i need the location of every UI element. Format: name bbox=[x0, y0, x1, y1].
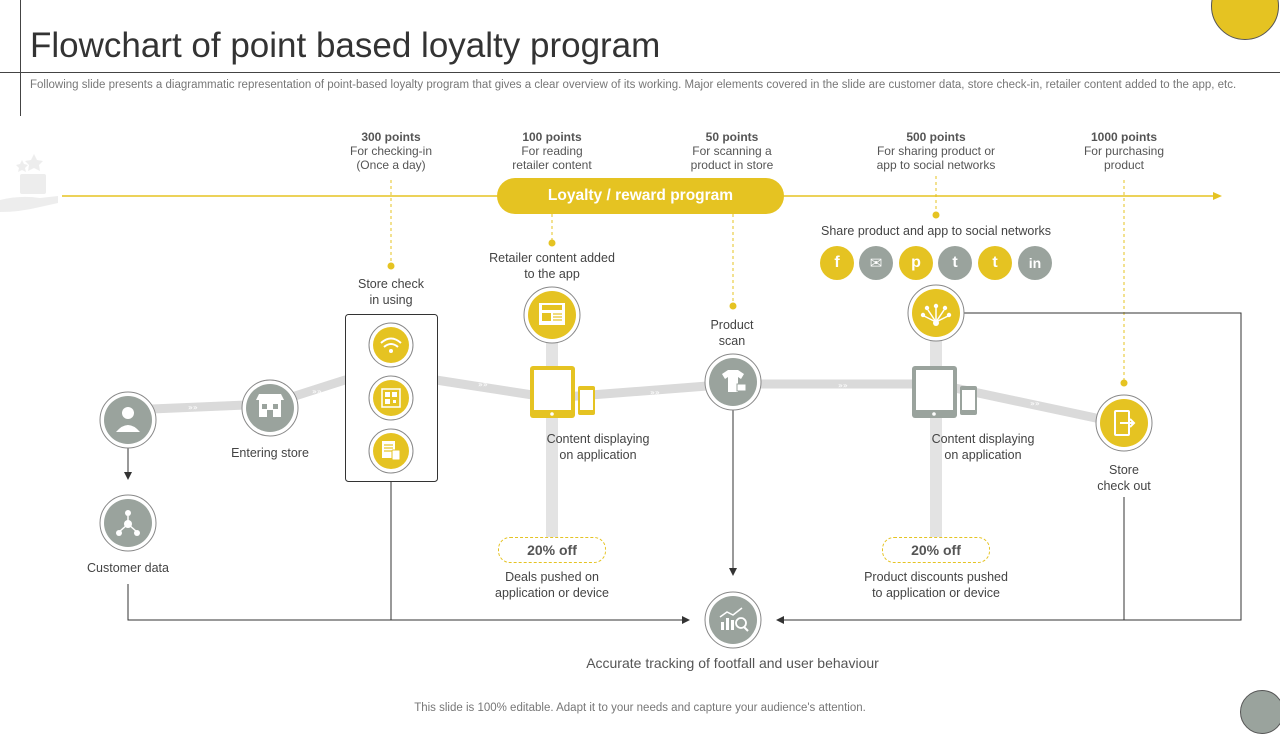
label-line: Deals pushed on bbox=[505, 570, 599, 584]
points-desc: For reading bbox=[521, 144, 583, 158]
checkout-exit-icon bbox=[1095, 394, 1153, 452]
flow-arrows bbox=[124, 312, 1242, 624]
facebook-icon: f bbox=[820, 246, 854, 280]
label-line: Product bbox=[710, 318, 754, 332]
product-scan-icon bbox=[704, 353, 762, 411]
customer-data-label: Customer data bbox=[87, 561, 169, 575]
points-value: 500 points bbox=[906, 130, 966, 144]
points-desc: For sharing product or bbox=[876, 144, 996, 158]
store-icon bbox=[241, 379, 299, 437]
points-reading: 100 points For reading retailer content bbox=[472, 130, 632, 172]
label-line: Retailer content added bbox=[489, 251, 615, 265]
customer-icon bbox=[99, 391, 157, 449]
points-sharing: 500 points For sharing product or app to… bbox=[856, 130, 1016, 172]
svg-text:»»: »» bbox=[838, 381, 848, 390]
svg-text:»»: »» bbox=[478, 380, 488, 389]
footer-note: This slide is 100% editable. Adapt it to… bbox=[414, 702, 866, 714]
wifi-icon bbox=[368, 322, 414, 368]
content-display-label-a: Content displaying on application bbox=[513, 431, 683, 463]
tracking-label: Accurate tracking of footfall and user b… bbox=[586, 655, 879, 671]
label-line: check out bbox=[1097, 479, 1151, 493]
connector-dots bbox=[387, 211, 1128, 387]
label-line: Store bbox=[1109, 463, 1139, 477]
track-chevrons: »» »» »» »» »» »» bbox=[188, 380, 1040, 412]
email-icon: ✉ bbox=[859, 246, 893, 280]
points-desc: For checking-in bbox=[349, 144, 433, 158]
header-vertical-rule bbox=[20, 0, 21, 116]
loyalty-program-pill: Loyalty / reward program bbox=[497, 178, 784, 214]
customer-data-icon bbox=[99, 494, 157, 552]
qr-code-icon bbox=[368, 375, 414, 421]
svg-text:»»: »» bbox=[312, 387, 322, 396]
points-value: 100 points bbox=[522, 130, 582, 144]
receipt-icon bbox=[368, 428, 414, 474]
label-line: Content displaying bbox=[931, 432, 1035, 446]
points-purchasing: 1000 points For purchasing product bbox=[1044, 130, 1204, 172]
share-social-label: Share product and app to social networks bbox=[821, 224, 1051, 238]
label-line: on application bbox=[944, 448, 1022, 462]
points-checkin: 300 points For checking-in (Once a day) bbox=[311, 130, 471, 172]
twitter-icon: t bbox=[938, 246, 972, 280]
label-line: Content displaying bbox=[546, 432, 650, 446]
product-scan-label: Product scan bbox=[672, 317, 792, 349]
label-line: in using bbox=[369, 293, 413, 307]
label-line: to application or device bbox=[872, 586, 1000, 600]
points-scanning: 50 points For scanning a product in stor… bbox=[652, 130, 812, 172]
svg-text:»»: »» bbox=[1030, 399, 1040, 408]
points-desc: For purchasing bbox=[1083, 144, 1165, 158]
label-line: to the app bbox=[524, 267, 580, 281]
label-line: application or device bbox=[495, 586, 609, 600]
tablet-phone-icon-yellow bbox=[530, 366, 595, 418]
page-title: Flowchart of point based loyalty program bbox=[30, 26, 661, 65]
label-line: on application bbox=[559, 448, 637, 462]
content-display-label-b: Content displaying on application bbox=[898, 431, 1068, 463]
header-rule bbox=[0, 72, 1280, 73]
deals-pushed-label: Deals pushed on application or device bbox=[462, 569, 642, 601]
points-desc: For scanning a bbox=[692, 144, 772, 158]
analytics-icon bbox=[704, 591, 762, 649]
store-checkout-label: Store check out bbox=[1064, 462, 1184, 494]
points-desc: product bbox=[1103, 158, 1145, 172]
discount-badge: 20% off bbox=[498, 537, 606, 563]
discount-badge: 20% off bbox=[882, 537, 990, 563]
timeline-arrowhead bbox=[1213, 192, 1222, 200]
store-checkin-label: Store check in using bbox=[331, 276, 451, 308]
entering-store-label: Entering store bbox=[231, 446, 309, 460]
tablet-phone-icon-gray bbox=[912, 366, 977, 418]
retailer-content-label: Retailer content added to the app bbox=[462, 250, 642, 282]
points-desc: product in store bbox=[690, 158, 774, 172]
points-value: 50 points bbox=[705, 130, 759, 144]
page-subtitle: Following slide presents a diagrammatic … bbox=[30, 79, 1237, 91]
linkedin-icon: in bbox=[1018, 246, 1052, 280]
label-line: Store check bbox=[357, 277, 424, 291]
product-discounts-label: Product discounts pushed to application … bbox=[836, 569, 1036, 601]
points-desc: (Once a day) bbox=[356, 158, 426, 172]
points-desc: retailer content bbox=[512, 158, 592, 172]
points-desc: app to social networks bbox=[876, 158, 996, 172]
label-line: scan bbox=[718, 334, 746, 348]
svg-text:»»: »» bbox=[650, 388, 660, 397]
news-icon bbox=[523, 286, 581, 344]
share-network-icon bbox=[907, 284, 965, 342]
svg-text:»»: »» bbox=[188, 403, 198, 412]
points-value: 1000 points bbox=[1090, 130, 1158, 144]
points-value: 300 points bbox=[361, 130, 421, 144]
label-line: Product discounts pushed bbox=[864, 570, 1008, 584]
reward-hand-icon bbox=[0, 154, 58, 212]
pinterest-icon: p bbox=[899, 246, 933, 280]
tumblr-icon: t bbox=[978, 246, 1012, 280]
